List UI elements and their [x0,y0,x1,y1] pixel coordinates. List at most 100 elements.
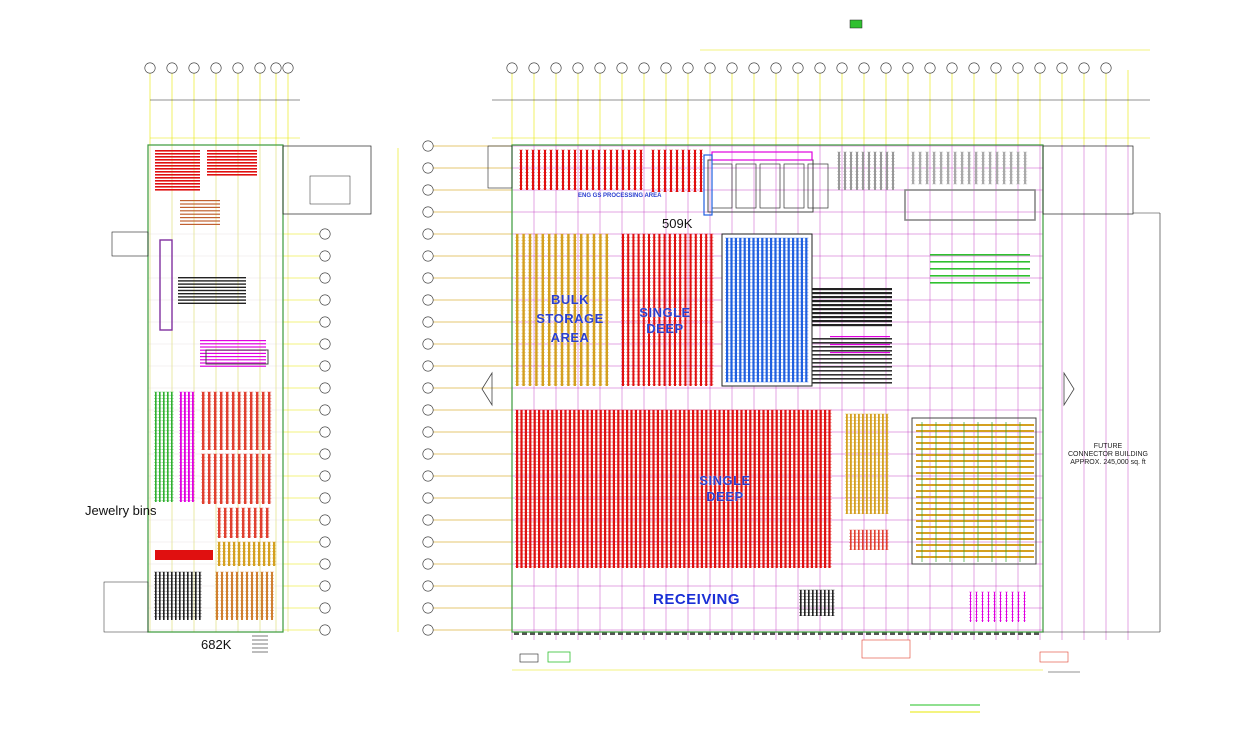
rack-column-orange [273,542,276,566]
blue-storage-rack [730,238,733,382]
rack-row-black [812,324,892,327]
bulk-storage-rack [548,234,551,386]
rack-row-black [812,296,892,299]
rack-row-green [930,282,1030,284]
rack-column-orange [228,542,231,566]
blue-storage-rack [787,238,790,382]
rack-row-magenta [200,359,266,361]
rack-column-red [230,508,233,538]
rack-column-red [628,150,630,190]
rack-column-red [640,150,642,190]
rack-row-black [812,338,892,340]
rack-row-red [207,159,257,161]
rack-column-red [262,454,265,504]
single-deep-rack [700,234,702,386]
bulk-storage-rack [522,234,525,386]
rack-column-orange [231,572,233,620]
rack-row-black [812,370,892,372]
rack-row-black [812,342,892,344]
single-deep-rack [710,234,713,386]
rack-column-green [159,392,161,502]
rack-column-red [604,150,606,190]
rack-column-red [532,150,534,190]
rack-row-red [207,168,257,170]
rack-column-red [208,454,211,504]
single-deep-rack [632,234,635,386]
rack-column-black [155,572,157,620]
rack-column-orange [238,542,241,566]
blue-storage-rack [765,238,768,382]
rack-column-red [238,392,241,450]
rack-column-red [232,392,235,450]
rack-column-red [226,454,229,504]
rack-row-red [155,159,200,161]
rack-row-black [178,293,246,295]
rack-column-black [187,572,189,620]
rack-column-red [218,508,221,538]
rack-column-red [232,454,235,504]
rack-column-red [202,454,205,504]
rack-column-red [250,392,253,450]
rack-column-red [664,150,666,192]
rack-row-green [930,261,1030,263]
rack-row-red [155,180,200,182]
bulk-storage-rack [567,234,570,386]
rack-column-orange [216,572,218,620]
rack-column-orange [266,572,268,620]
rack-row-red [155,150,200,152]
blue-storage-rack [748,238,751,382]
rack-column-red [238,454,241,504]
rack-column-red [526,150,528,190]
single-deep-rack [674,234,676,386]
rack-column-red [202,392,205,450]
rack-column-orange [236,572,238,620]
single-deep-rack [679,234,682,386]
bulk-storage-rack [580,234,583,386]
rack-column-red [538,150,540,190]
rack-column-red [254,508,257,538]
rack-row-black [812,350,892,352]
rack-column-red [242,508,245,538]
rack-row-red [155,177,200,179]
rack-column-red [568,150,570,190]
blue-storage-rack [756,238,759,382]
rack-column-black [179,572,181,620]
rack-row-red [155,168,200,170]
rack-row-magenta [830,336,890,338]
rack-row-red [155,174,200,176]
conveyor-row [180,217,220,219]
rack-column-orange [261,572,263,620]
rack-column-orange [253,542,256,566]
rack-row-black [812,346,892,348]
conveyor-row [180,220,220,222]
single-deep-rack [622,234,624,386]
rack-column-black [195,572,197,620]
single-deep-rack [642,234,645,386]
rack-column-red [244,454,247,504]
rack-column-red [256,392,259,450]
rack-row-red [207,156,257,158]
rack-column-red [268,454,271,504]
rack-column-red [634,150,636,190]
rack-row-red [207,150,257,152]
rack-row-black [812,320,892,323]
rack-row-red [207,165,257,167]
rack-column-red [214,454,217,504]
rack-column-orange [226,572,228,620]
processing-cell [783,163,805,209]
processing-cell [735,163,757,209]
single-deep-rack [689,234,692,386]
rack-row-black [812,378,892,380]
bulk-storage-rack [535,234,538,386]
rack-column-orange [258,542,261,566]
single-deep-rack [648,234,650,386]
rack-column-orange [241,572,243,620]
rack-column-red [266,508,269,538]
rack-column-red [244,392,247,450]
rack-row-black [812,316,892,319]
processing-cell [807,163,829,209]
rack-column-red [214,392,217,450]
rack-column-black [199,572,201,620]
single-deep-rack [524,410,527,568]
